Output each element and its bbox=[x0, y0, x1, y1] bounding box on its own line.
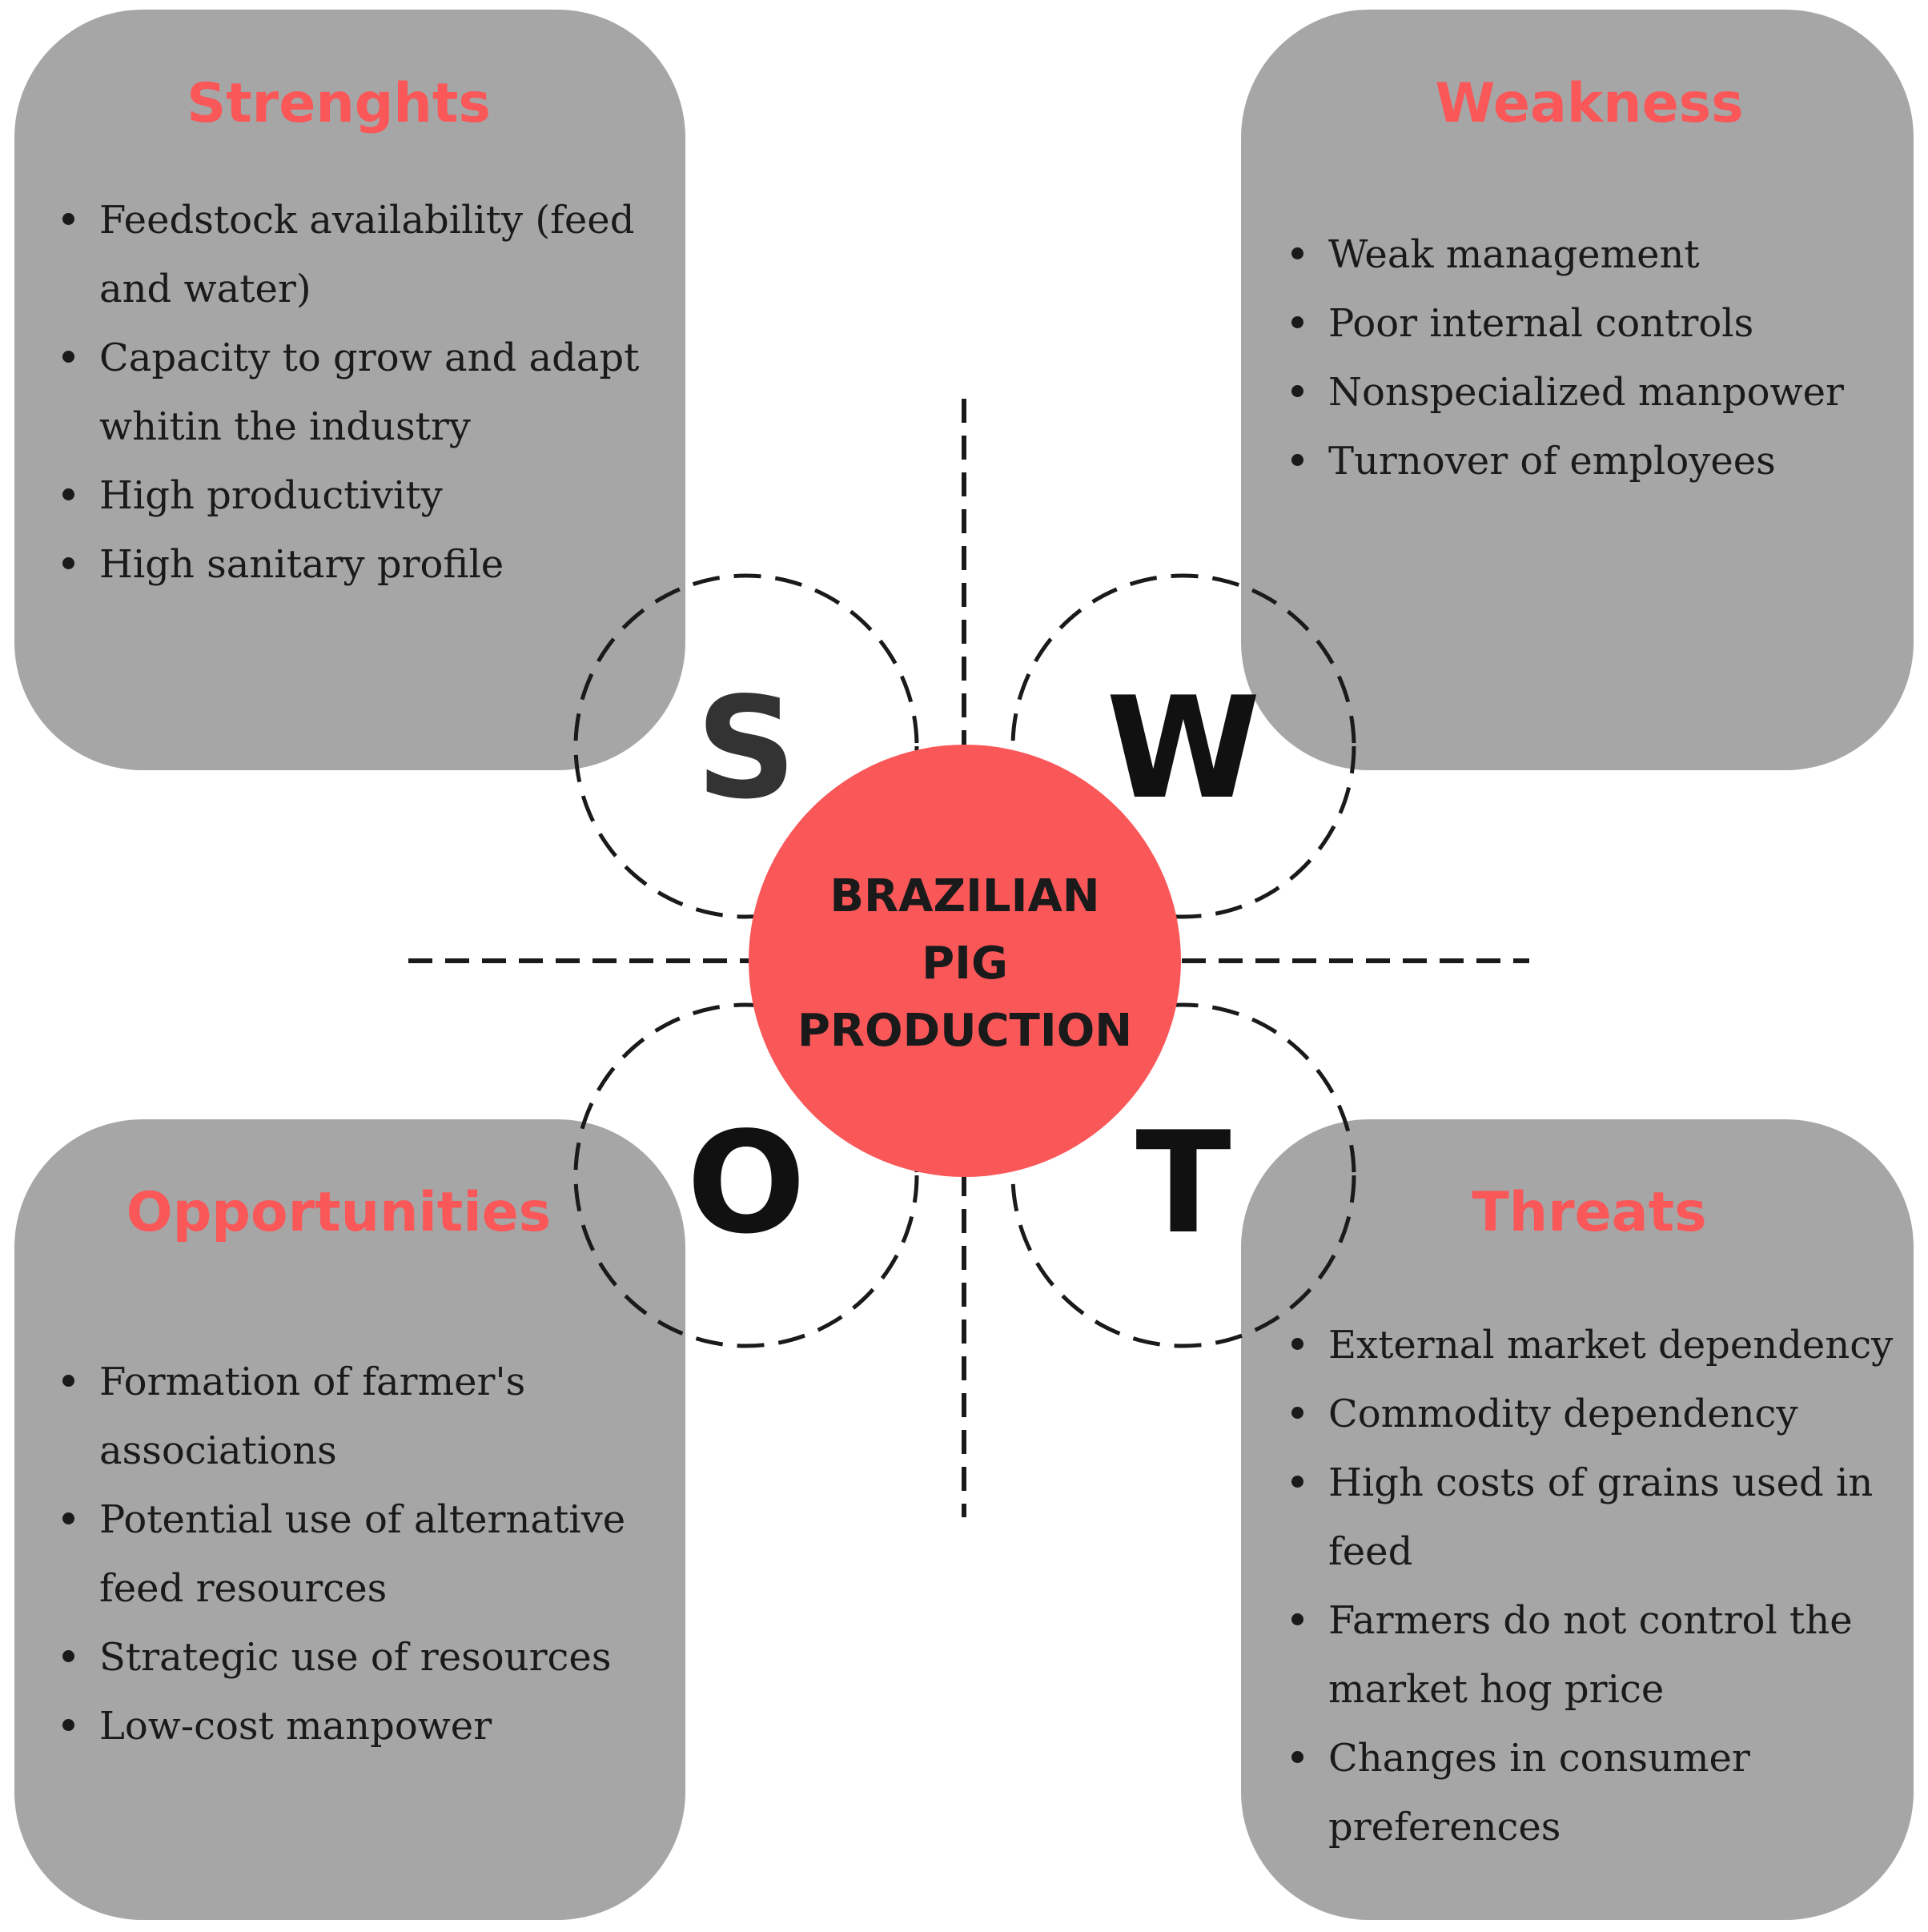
weakness-item: Turnover of employees bbox=[1291, 427, 1916, 496]
letter-s: S bbox=[696, 668, 797, 830]
threats-list: External market dependency Commodity dep… bbox=[1291, 1311, 1916, 1862]
strengths-circle bbox=[573, 573, 919, 919]
center-label-line2: PIG bbox=[922, 938, 1008, 990]
opportunities-item: Strategic use of resources bbox=[62, 1623, 671, 1692]
strengths-item: High sanitary profile bbox=[62, 530, 671, 599]
strengths-item: Capacity to grow and adapt whitin the in… bbox=[62, 323, 671, 461]
weakness-item: Nonspecialized manpower bbox=[1291, 358, 1916, 427]
strengths-title: Strenghts bbox=[187, 72, 491, 135]
center-label-line1: BRAZILIAN bbox=[829, 870, 1099, 922]
weakness-circle bbox=[1010, 573, 1356, 919]
strengths-item: High productivity bbox=[62, 461, 671, 530]
threats-item: High costs of grains used in feed bbox=[1291, 1448, 1916, 1586]
opportunities-item: Low-cost manpower bbox=[62, 1692, 671, 1761]
weakness-title: Weakness bbox=[1435, 72, 1744, 135]
letter-w: W bbox=[1106, 668, 1260, 830]
weakness-item: Weak management bbox=[1291, 220, 1916, 289]
opportunities-circle bbox=[573, 1002, 919, 1348]
threats-item: Farmers do not control the market hog pr… bbox=[1291, 1586, 1916, 1724]
threats-title: Threats bbox=[1472, 1181, 1707, 1244]
weakness-list: Weak management Poor internal controls N… bbox=[1291, 220, 1916, 496]
weakness-item: Poor internal controls bbox=[1291, 289, 1916, 358]
center-label-line3: PRODUCTION bbox=[797, 1005, 1132, 1057]
threats-item: Changes in consumer preferences bbox=[1291, 1724, 1916, 1862]
threats-item: External market dependency bbox=[1291, 1311, 1916, 1380]
strengths-list: Feedstock availability (feed and water) … bbox=[62, 186, 671, 599]
opportunities-list: Formation of farmer's associations Poten… bbox=[62, 1348, 671, 1761]
strengths-panel bbox=[14, 10, 685, 770]
opportunities-panel bbox=[14, 1119, 685, 1920]
weakness-panel bbox=[1241, 10, 1914, 770]
letter-t: T bbox=[1135, 1103, 1231, 1265]
opportunities-item: Formation of farmer's associations bbox=[62, 1348, 671, 1485]
center-circle bbox=[749, 745, 1181, 1177]
opportunities-item: Potential use of alternative feed resour… bbox=[62, 1485, 671, 1623]
threats-panel bbox=[1241, 1119, 1914, 1920]
strengths-item: Feedstock availability (feed and water) bbox=[62, 186, 671, 323]
threats-circle bbox=[1010, 1002, 1356, 1348]
letter-o: O bbox=[687, 1103, 806, 1265]
threats-item: Commodity dependency bbox=[1291, 1380, 1916, 1448]
opportunities-title: Opportunities bbox=[126, 1181, 552, 1244]
